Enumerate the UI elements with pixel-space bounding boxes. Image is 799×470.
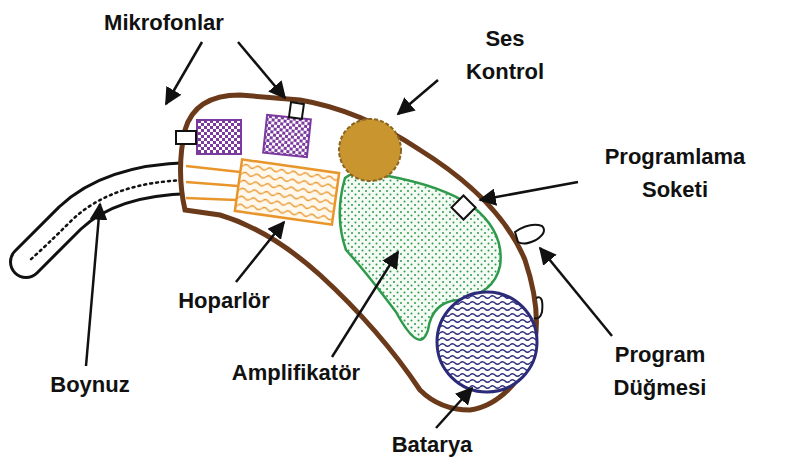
part-label: Mikrofonlar bbox=[104, 6, 224, 39]
part-label: Programlama Soketi bbox=[595, 140, 755, 206]
label-anchor: Boynuz bbox=[50, 368, 129, 401]
label-anchor: Amplifikatör bbox=[232, 356, 360, 389]
tube bbox=[26, 178, 190, 262]
label-anchor: Hoparlör bbox=[178, 284, 270, 317]
housing-bump bbox=[534, 297, 542, 318]
label-anchor: Program Düğmesi bbox=[595, 338, 725, 404]
program-button bbox=[515, 225, 544, 244]
part-label: Batarya bbox=[392, 428, 473, 461]
part-label: Hoparlör bbox=[178, 284, 270, 317]
leader-arrows bbox=[86, 42, 612, 428]
part-label: Amplifikatör bbox=[232, 356, 360, 389]
speaker-wires bbox=[186, 166, 240, 200]
microphone bbox=[197, 120, 241, 154]
label-anchor: Programlama Soketi bbox=[595, 140, 755, 206]
label-anchor: Ses Kontrol bbox=[455, 22, 555, 88]
speaker bbox=[235, 159, 339, 224]
microphone-port bbox=[176, 131, 196, 144]
housing-outline bbox=[181, 95, 537, 410]
microphone-port bbox=[289, 102, 304, 119]
battery bbox=[437, 292, 537, 392]
part-label: Program Düğmesi bbox=[595, 338, 725, 404]
microphone bbox=[263, 115, 311, 157]
volume-wheel bbox=[339, 119, 401, 181]
programming-socket bbox=[451, 195, 475, 219]
label-anchor: Mikrofonlar bbox=[104, 6, 224, 39]
label-anchor: Batarya bbox=[392, 428, 473, 461]
part-label: Boynuz bbox=[50, 368, 129, 401]
part-label: Ses Kontrol bbox=[455, 22, 555, 88]
